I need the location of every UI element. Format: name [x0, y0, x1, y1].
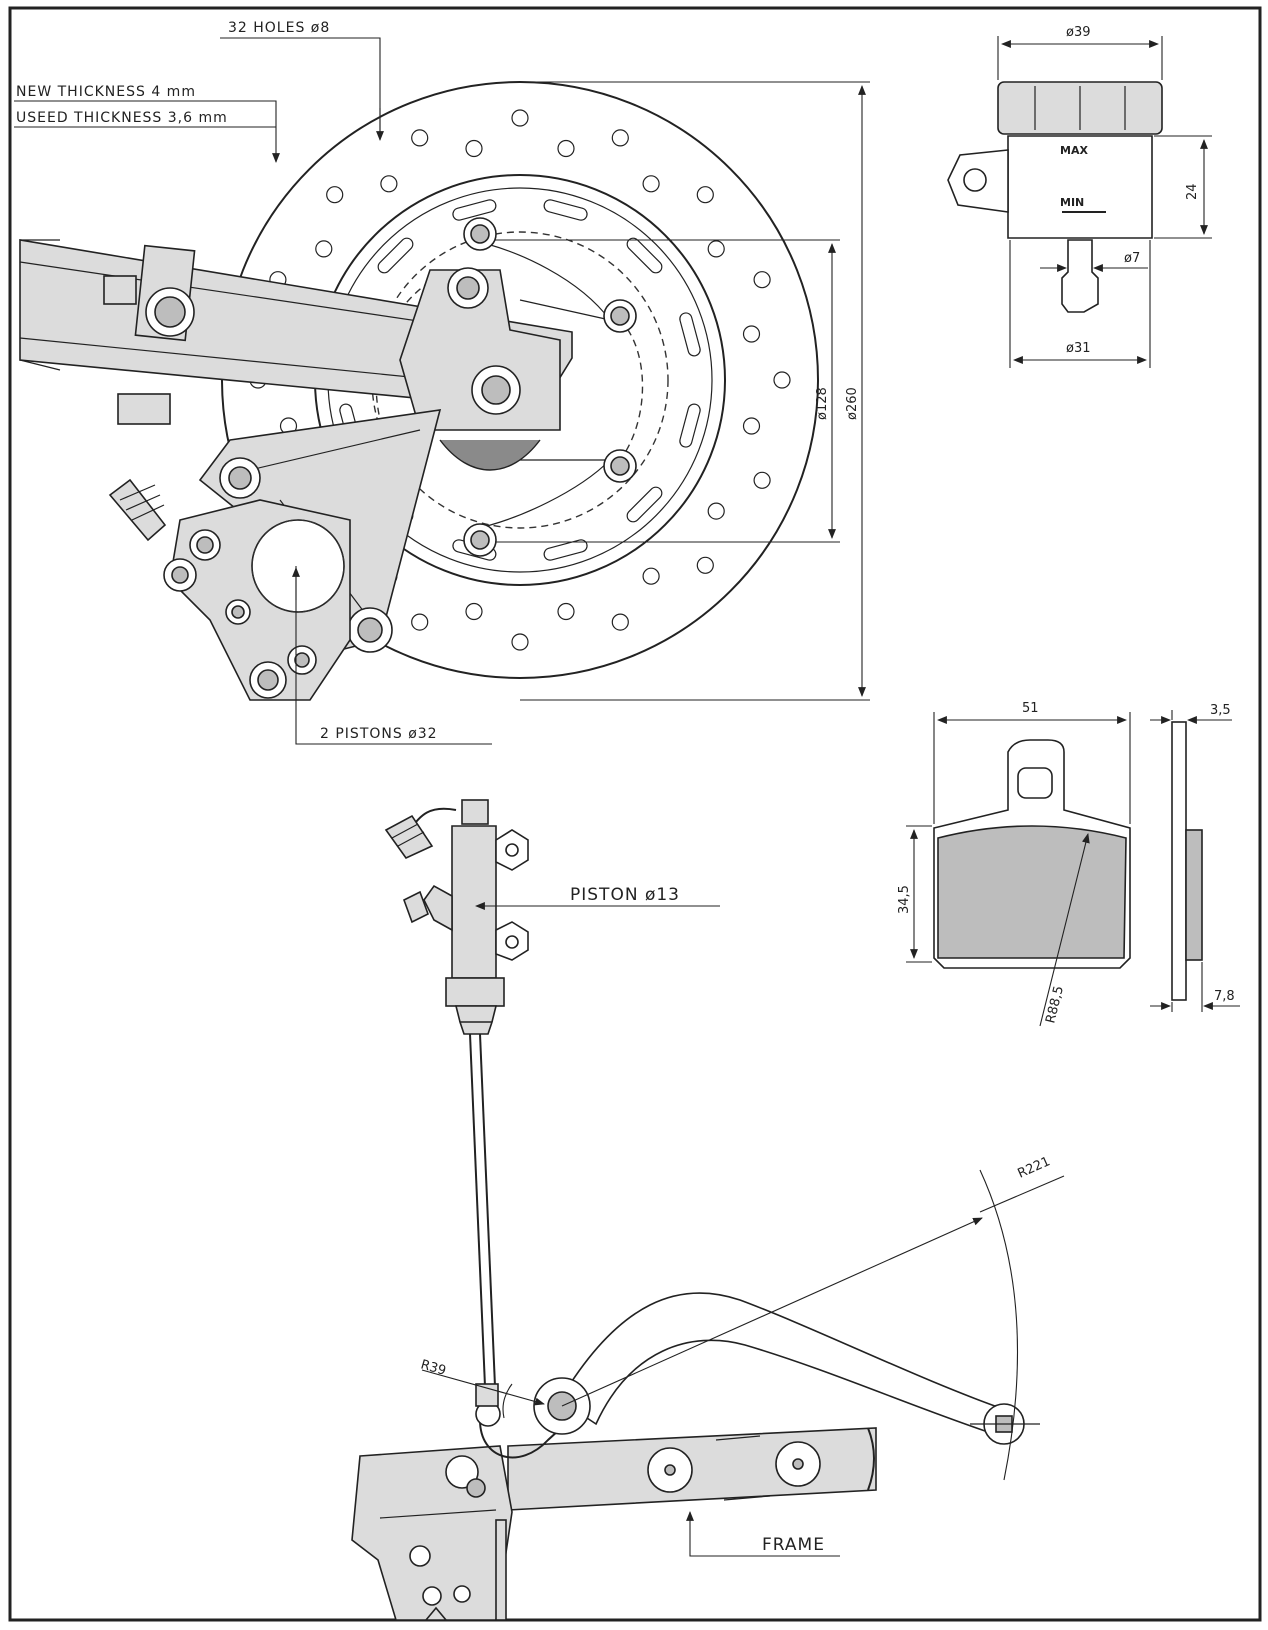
pad-width-dim: 51	[1022, 701, 1039, 716]
hub-block	[399, 267, 561, 471]
frame-rail	[507, 1427, 877, 1511]
pad-radius-dim: R88,5	[1043, 984, 1067, 1024]
disc-hole	[411, 613, 429, 631]
disc-slot	[543, 199, 588, 221]
brake-disc-assembly: 32 HOLES ø8 NEW THICKNESS 4 mm USEED THI…	[14, 20, 870, 745]
pad-total-thickness-dim: 7,8	[1214, 989, 1235, 1004]
disc-hole	[642, 175, 660, 193]
piston-label: PISTON ø13	[570, 885, 680, 905]
disc-carrier-bolts	[463, 217, 637, 557]
pedal-bracket	[351, 1445, 513, 1621]
frame-label: FRAME	[762, 1535, 825, 1555]
disc-hole	[411, 129, 429, 147]
brake-pad-side	[1171, 721, 1203, 1001]
dim-inner-diameter: ø128	[495, 239, 840, 543]
disc-hole	[742, 417, 761, 435]
disc-hole	[465, 139, 483, 158]
disc-slot	[626, 486, 663, 523]
dim-inner-label: ø128	[815, 387, 830, 420]
disc-slot	[452, 199, 497, 221]
disc-hole	[707, 240, 725, 258]
min-label: MIN	[1060, 196, 1084, 209]
reservoir-height-dim: 24	[1185, 183, 1200, 200]
pad-side-friction	[1185, 829, 1203, 961]
disc-slot	[626, 237, 663, 274]
caliper-banjo-fitting	[108, 478, 167, 542]
disc-hole	[326, 186, 344, 204]
pedal-dims: R221 R39	[419, 1154, 1065, 1481]
disc-hole	[557, 602, 575, 621]
disc-slot	[377, 237, 414, 274]
pedal-radius-large: R221	[1016, 1154, 1053, 1181]
disc-hole	[742, 325, 761, 343]
disc-hole	[511, 633, 529, 651]
pistons-leader: 2 PISTONS ø32	[292, 566, 492, 745]
master-cylinder-hose-fitting	[384, 814, 434, 860]
piston-leader: PISTON ø13	[475, 885, 720, 910]
dim-outer-label: ø260	[845, 387, 860, 420]
reservoir-top-dim: ø39	[1066, 25, 1091, 40]
sheet-border	[8, 6, 1262, 1622]
pad-height-dim: 34,5	[897, 885, 912, 914]
pad-friction-material	[937, 825, 1127, 959]
disc-hole	[465, 602, 483, 621]
brake-pad-dims: 51 3,5 34,5 R88,5 7,8	[897, 701, 1240, 1027]
thickness-leader: NEW THICKNESS 4 mm USEED THICKNESS 3,6 m…	[14, 84, 280, 163]
holes-label: 32 HOLES ø8	[228, 20, 330, 36]
disc-carrier-arms	[469, 239, 611, 531]
disc-hole	[696, 186, 714, 204]
max-label: MAX	[1060, 144, 1088, 157]
disc-hole	[707, 502, 725, 520]
pad-plate-dim: 3,5	[1210, 703, 1231, 718]
disc-slot	[679, 312, 701, 357]
disc-hole	[611, 613, 629, 631]
disc-slot	[679, 403, 701, 448]
disc-hole	[642, 567, 660, 585]
disc-hub-hidden	[371, 231, 669, 529]
master-cylinder	[384, 799, 529, 1411]
disc-hole	[380, 175, 398, 193]
new-thickness-label: NEW THICKNESS 4 mm	[16, 84, 196, 100]
dim-outer-diameter: ø260	[520, 81, 870, 701]
brake-caliper	[108, 478, 351, 701]
disc-hole	[611, 129, 629, 147]
disc-slots	[339, 199, 701, 561]
disc-slot	[543, 539, 588, 561]
pistons-label: 2 PISTONS ø32	[320, 726, 438, 742]
master-cylinder-push-rod	[469, 1033, 487, 1411]
reservoir-outlet	[1061, 239, 1099, 313]
pad-side-plate	[1171, 721, 1187, 1001]
disc-hole	[511, 109, 529, 127]
reservoir-bottom-dim: ø31	[1066, 341, 1091, 356]
frame-leader: FRAME	[686, 1511, 840, 1557]
disc-hole	[315, 240, 333, 258]
reservoir-outlet-dim: ø7	[1124, 251, 1140, 266]
disc-hole	[753, 471, 771, 489]
disc-hole	[753, 271, 771, 289]
used-thickness-label: USEED THICKNESS 3,6 mm	[16, 110, 228, 126]
pad-tab-hole	[1017, 767, 1053, 799]
fluid-reservoir: MAX MIN ø39 24 ø7 ø31	[947, 25, 1212, 368]
disc-hole	[696, 556, 714, 574]
brake-pad-front	[933, 739, 1131, 969]
holes-leader: 32 HOLES ø8	[220, 20, 384, 141]
pedal-radius-small: R39	[419, 1357, 448, 1378]
disc-hole	[557, 139, 575, 158]
master-cylinder-body	[451, 825, 497, 979]
master-cylinder-boot	[454, 1005, 498, 1035]
disc-hole	[773, 371, 791, 389]
